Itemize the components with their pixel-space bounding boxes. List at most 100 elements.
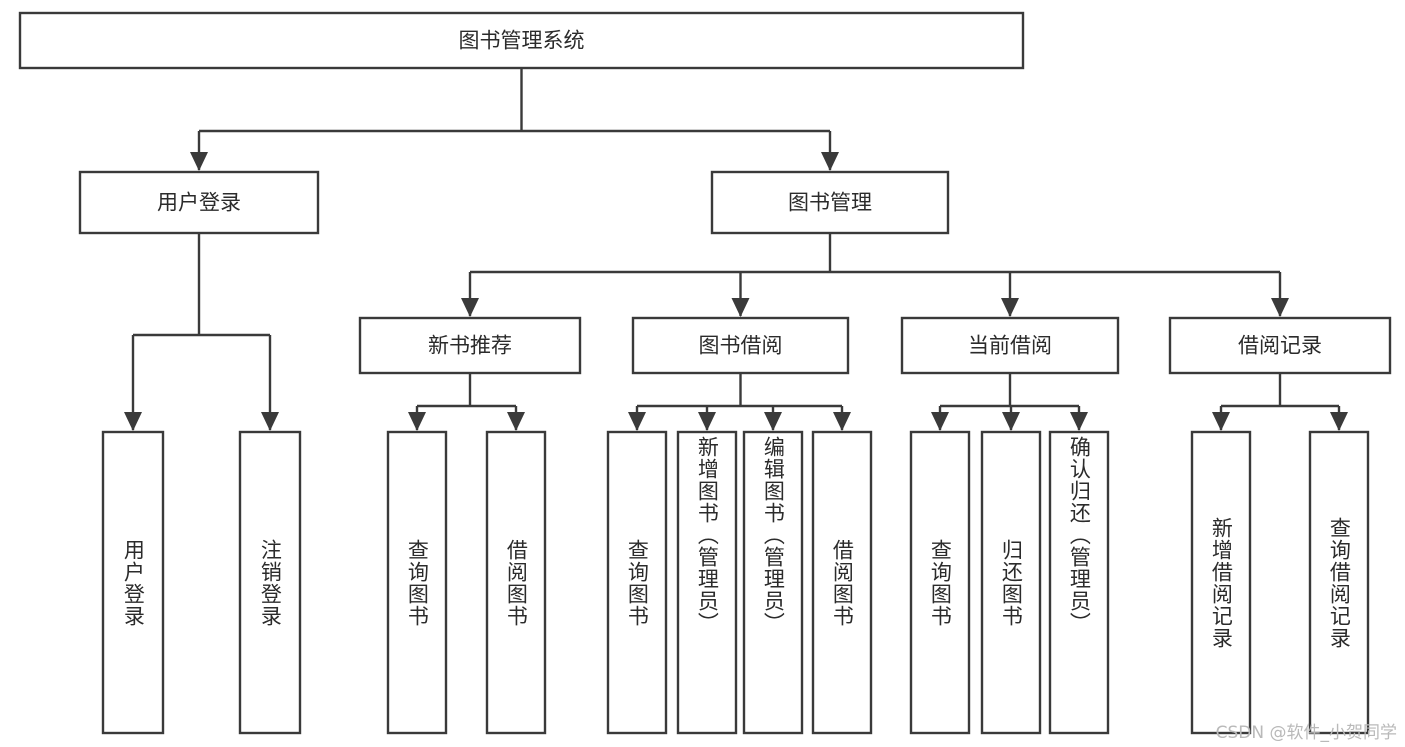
- node-label: 图书管理系统: [459, 29, 585, 53]
- node-leaf-add-record[interactable]: [1190, 430, 1252, 735]
- node-box-rect[interactable]: [101, 430, 165, 735]
- arrow-head-icon: [261, 412, 279, 431]
- node-borrow-record[interactable]: [1168, 316, 1392, 375]
- connector-links: [124, 68, 1348, 431]
- node-label: 新增图书（管理员）: [695, 436, 720, 634]
- arrow-head-icon: [124, 412, 142, 431]
- node-box-rect[interactable]: [386, 430, 448, 735]
- node-label-wrap: 借阅图书: [813, 432, 871, 733]
- node-label-wrap: 借阅图书: [487, 432, 545, 733]
- node-leaf-borrow-book-2[interactable]: [811, 430, 873, 735]
- arrow-head-icon: [190, 152, 208, 171]
- node-label: 查询图书: [625, 538, 650, 627]
- node-box-rect[interactable]: [631, 316, 850, 375]
- node-label-wrap: 查询图书: [911, 432, 969, 733]
- arrow-head-icon: [507, 412, 525, 431]
- node-leaf-query-record[interactable]: [1308, 430, 1370, 735]
- node-box-rect[interactable]: [909, 430, 971, 735]
- node-label: 查询借阅记录: [1327, 516, 1352, 649]
- node-leaf-user-login[interactable]: [101, 430, 165, 735]
- node-label: 归还图书: [999, 538, 1024, 627]
- node-box-rect[interactable]: [980, 430, 1042, 735]
- arrow-head-icon: [931, 412, 949, 431]
- node-box-rect[interactable]: [742, 430, 804, 735]
- node-label: 用户登录: [157, 191, 241, 215]
- node-label: 编辑图书（管理员）: [761, 436, 786, 634]
- vertical-text-align: 编辑图书（管理员）: [744, 432, 802, 733]
- node-book-manage[interactable]: [710, 170, 950, 235]
- node-box-rect[interactable]: [78, 170, 320, 235]
- vertical-text-align: 查询图书: [388, 432, 446, 733]
- arrow-head-icon: [408, 412, 426, 431]
- node-box-rect[interactable]: [710, 170, 950, 235]
- arrow-head-icon: [764, 412, 782, 431]
- node-box-rect[interactable]: [676, 430, 738, 735]
- node-leaf-logout[interactable]: [238, 430, 302, 735]
- node-leaf-query-book-1[interactable]: [386, 430, 448, 735]
- node-label: 新增借阅记录: [1209, 516, 1234, 649]
- node-leaf-edit-book[interactable]: [742, 430, 804, 735]
- node-label-wrap: 查询借阅记录: [1310, 432, 1368, 733]
- node-label: 查询图书: [928, 538, 953, 627]
- arrow-head-icon: [698, 412, 716, 431]
- node-leaf-add-book[interactable]: [676, 430, 738, 735]
- node-box-rect[interactable]: [606, 430, 668, 735]
- node-user-login[interactable]: [78, 170, 320, 235]
- node-box-rect[interactable]: [1168, 316, 1392, 375]
- node-label: 注销登录: [258, 538, 283, 627]
- node-label: 用户登录: [121, 538, 146, 627]
- node-box-rect[interactable]: [1308, 430, 1370, 735]
- vertical-text-align: 新增图书（管理员）: [678, 432, 736, 733]
- watermark-text: CSDN @软件_小贺同学: [1215, 723, 1397, 743]
- node-new-book-recommend[interactable]: [358, 316, 582, 375]
- node-box-rect[interactable]: [18, 11, 1025, 70]
- node-leaf-confirm-return[interactable]: [1048, 430, 1110, 735]
- arrow-head-icon: [461, 298, 479, 317]
- vertical-text-align: 用户登录: [103, 432, 163, 733]
- vertical-text-align: 借阅图书: [487, 432, 545, 733]
- arrow-head-icon: [1271, 298, 1289, 317]
- node-box-rect[interactable]: [1190, 430, 1252, 735]
- arrow-head-icon: [1330, 412, 1348, 431]
- node-box-rect[interactable]: [238, 430, 302, 735]
- arrow-head-icon: [821, 152, 839, 171]
- arrow-head-icon: [833, 412, 851, 431]
- node-label-wrap: 归还图书: [982, 432, 1040, 733]
- node-label: 借阅图书: [830, 538, 855, 627]
- node-box-rect[interactable]: [811, 430, 873, 735]
- node-box-rect[interactable]: [900, 316, 1120, 375]
- vertical-text-align: 查询图书: [911, 432, 969, 733]
- node-label: 当前借阅: [968, 334, 1052, 358]
- node-leaf-query-book-2[interactable]: [606, 430, 668, 735]
- node-label-wrap: 新增借阅记录: [1192, 432, 1250, 733]
- node-label: 借阅记录: [1238, 334, 1322, 358]
- vertical-text-align: 查询图书: [608, 432, 666, 733]
- node-box-rect[interactable]: [485, 430, 547, 735]
- vertical-text-align: 确认归还（管理员）: [1050, 432, 1108, 733]
- node-label: 图书借阅: [699, 334, 783, 358]
- node-box-rect[interactable]: [358, 316, 582, 375]
- node-label-wrap: 编辑图书（管理员）: [744, 432, 802, 733]
- node-leaf-query-book-3[interactable]: [909, 430, 971, 735]
- node-leaf-borrow-book-1[interactable]: [485, 430, 547, 735]
- node-label-wrap: 查询图书: [608, 432, 666, 733]
- node-book-borrow[interactable]: [631, 316, 850, 375]
- node-leaf-return-book[interactable]: [980, 430, 1042, 735]
- vertical-text-align: 借阅图书: [813, 432, 871, 733]
- vertical-text-align: 新增借阅记录: [1192, 432, 1250, 733]
- node-label: 图书管理: [788, 191, 872, 215]
- vertical-text-align: 查询借阅记录: [1310, 432, 1368, 733]
- node-current-borrow[interactable]: [900, 316, 1120, 375]
- vertical-text-align: 归还图书: [982, 432, 1040, 733]
- node-label-wrap: 查询图书: [388, 432, 446, 733]
- node-label: 确认归还（管理员）: [1067, 436, 1092, 634]
- node-label-wrap: 注销登录: [240, 432, 300, 733]
- node-undefined[interactable]: [18, 11, 1025, 70]
- arrow-head-icon: [1070, 412, 1088, 431]
- node-label: 借阅图书: [504, 538, 529, 627]
- vertical-text-align: 注销登录: [240, 432, 300, 733]
- node-label-wrap: 用户登录: [103, 432, 163, 733]
- node-box-rect[interactable]: [1048, 430, 1110, 735]
